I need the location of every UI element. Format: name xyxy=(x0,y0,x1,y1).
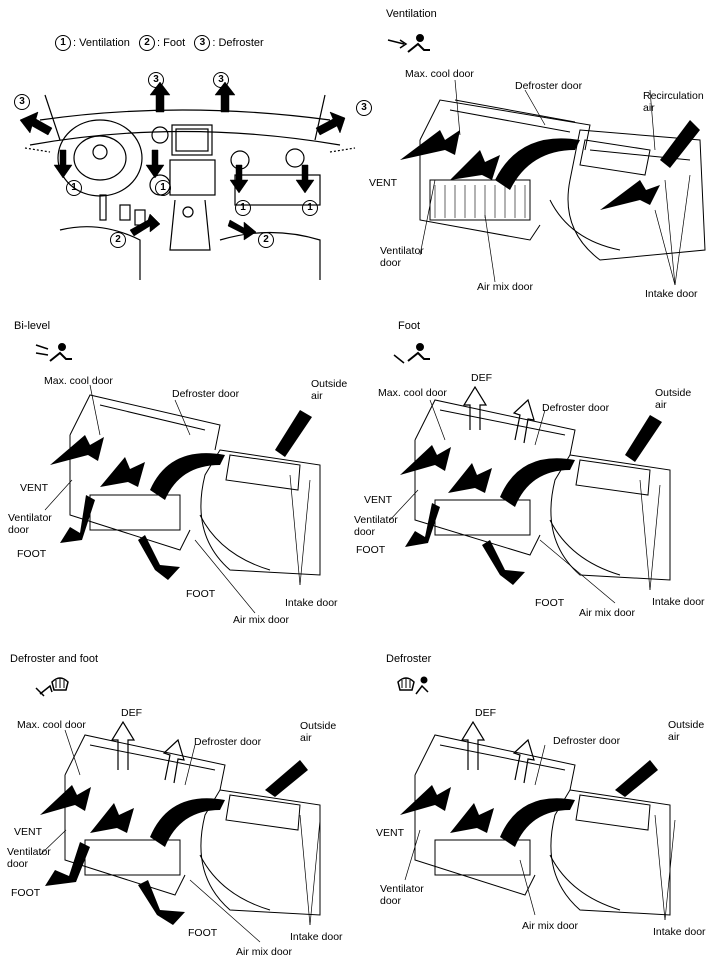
defroster-door-label: Defroster door xyxy=(172,388,240,400)
ventilator-door-label: Ventilator door xyxy=(354,514,398,538)
air-mix-door-label: Air mix door xyxy=(236,946,293,958)
max-cool-door-label: Max. cool door xyxy=(44,375,113,387)
def-label: DEF xyxy=(471,372,492,384)
legend-text-defroster: : Defroster xyxy=(212,36,264,49)
panel-title: Defroster xyxy=(386,653,432,665)
marker-defroster-side-right: 3 xyxy=(356,100,372,116)
foot-label-bottom: FOOT xyxy=(535,597,565,609)
legend-number-2: 2 xyxy=(139,35,156,51)
foot-mode-icon xyxy=(393,343,430,364)
ventilation-panel: Ventilation xyxy=(360,0,719,310)
air-mix-door-label: Air mix door xyxy=(579,607,636,619)
marker-vent-4: 1 xyxy=(302,200,318,216)
intake-door-label: Intake door xyxy=(653,926,706,938)
vent-label: VENT xyxy=(376,827,405,839)
bilevel-mode-icon xyxy=(35,343,72,362)
ventilator-door-label: Ventilator door xyxy=(8,512,52,536)
legend-number-1: 1 xyxy=(55,35,71,51)
legend: 1: Ventilation 2: Foot 3: Defroster xyxy=(55,35,264,51)
defroster-panel: Defroster xyxy=(360,650,719,974)
marker-vent-1: 1 xyxy=(66,180,82,196)
outside-air-label: Outside air xyxy=(300,720,337,744)
intake-door-label: Intake door xyxy=(645,288,698,300)
vent-label: VENT xyxy=(364,494,393,506)
marker-vent-3: 1 xyxy=(235,200,251,216)
def-label: DEF xyxy=(475,707,496,719)
foot-panel: Foot xyxy=(354,315,719,625)
outside-air-label: Outside air xyxy=(311,378,348,402)
ventilator-door-label: Ventilator door xyxy=(380,883,424,907)
marker-defroster-side-left: 3 xyxy=(14,94,30,110)
marker-foot-left: 2 xyxy=(110,232,126,248)
ventilator-door-label: Ventilator door xyxy=(380,245,424,269)
recirculation-air-label: Recirculation air xyxy=(643,90,704,114)
marker-foot-right: 2 xyxy=(258,232,274,248)
outside-air-label: Outside air xyxy=(655,387,692,411)
foot-label-bottom: FOOT xyxy=(186,588,216,600)
def-label: DEF xyxy=(121,707,142,719)
foot-label-left: FOOT xyxy=(356,544,386,556)
panel-title: Ventilation xyxy=(386,8,437,20)
defroster-door-label: Defroster door xyxy=(553,735,621,747)
foot-label-bottom: FOOT xyxy=(188,927,218,939)
intake-door-label: Intake door xyxy=(290,931,343,943)
intake-door-label: Intake door xyxy=(285,597,338,609)
vent-label: VENT xyxy=(20,482,49,494)
defroster-door-label: Defroster door xyxy=(542,402,610,414)
legend-text-foot: : Foot xyxy=(157,36,186,49)
bilevel-panel: Bi-level Max. cool xyxy=(0,315,360,626)
legend-text-ventilation: : Ventilation xyxy=(73,36,130,49)
dashboard-illustration xyxy=(19,81,356,280)
air-mix-door-label: Air mix door xyxy=(477,281,534,293)
air-mix-door-label: Air mix door xyxy=(233,614,290,626)
marker-defroster-center-right: 3 xyxy=(213,72,229,88)
defroster-door-label: Defroster door xyxy=(515,80,583,92)
defroster-door-label: Defroster door xyxy=(194,736,262,748)
defroster-foot-panel: Defroster and foot xyxy=(0,650,360,974)
panel-title: Defroster and foot xyxy=(10,653,99,665)
vent-mode-icon xyxy=(387,34,430,53)
panel-title: Foot xyxy=(398,320,421,332)
foot-label-left: FOOT xyxy=(17,548,47,560)
max-cool-door-label: Max. cool door xyxy=(17,719,86,731)
air-mix-door-label: Air mix door xyxy=(522,920,579,932)
vent-label: VENT xyxy=(369,177,398,189)
foot-label-left: FOOT xyxy=(11,887,41,899)
vent-label: VENT xyxy=(14,826,43,838)
defrost-foot-mode-icon xyxy=(35,677,69,697)
max-cool-door-label: Max. cool door xyxy=(378,387,447,399)
ventilator-door-label: Ventilator door xyxy=(7,846,51,870)
defrost-mode-icon xyxy=(397,676,429,695)
intake-door-label: Intake door xyxy=(652,596,705,608)
legend-number-3: 3 xyxy=(194,35,211,51)
marker-defroster-center-left: 3 xyxy=(148,72,164,88)
outside-air-label: Outside air xyxy=(668,719,705,743)
max-cool-door-label: Max. cool door xyxy=(405,68,474,80)
dashboard-panel: 1: Ventilation 2: Foot 3: Defroster xyxy=(0,0,372,290)
panel-title: Bi-level xyxy=(14,320,51,332)
marker-vent-2: 1 xyxy=(155,180,171,196)
